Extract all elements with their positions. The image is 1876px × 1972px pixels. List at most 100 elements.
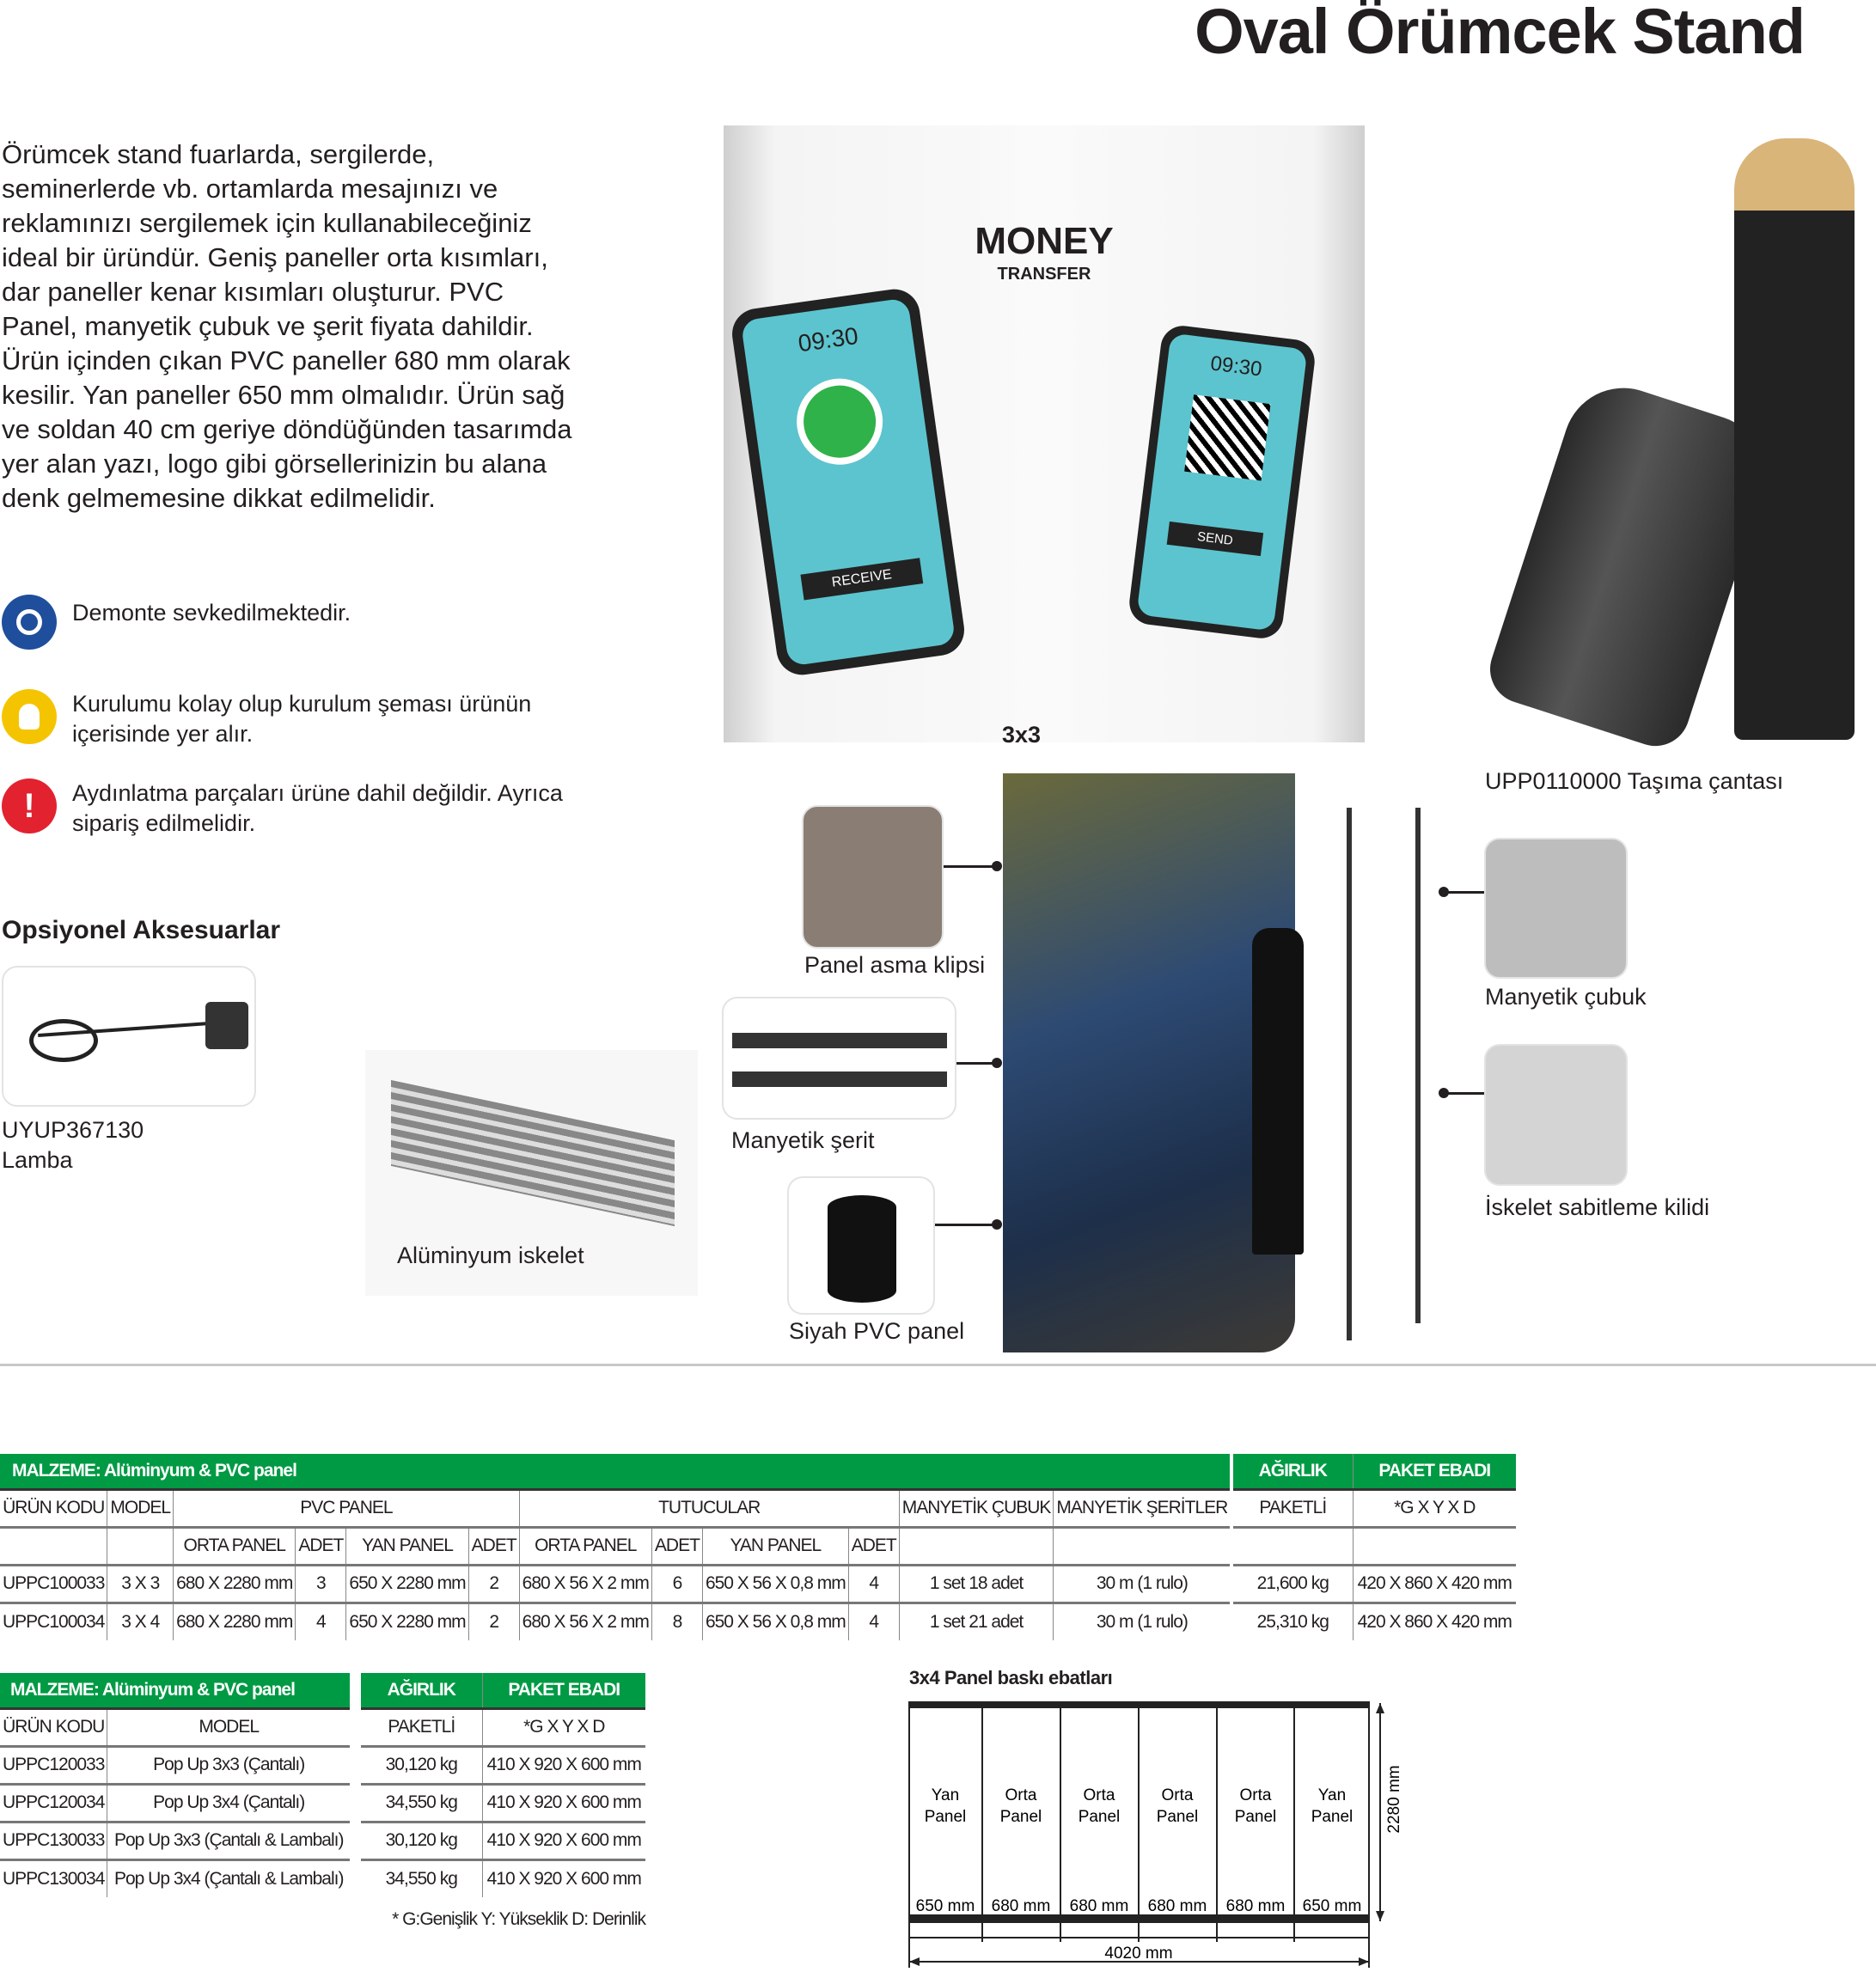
black-pvc-label: Siyah PVC panel bbox=[789, 1318, 965, 1344]
assembly-image bbox=[1003, 773, 1440, 1352]
svg-text:Panel: Panel bbox=[1311, 1808, 1354, 1826]
divider bbox=[0, 1364, 1876, 1366]
col-header: PAKETLİ bbox=[1233, 1489, 1353, 1529]
panel-clip-label: Panel asma klipsi bbox=[804, 952, 986, 978]
feature-text: Demonte sevkedilmektedir. bbox=[72, 600, 351, 626]
phone-send: SEND bbox=[1166, 521, 1264, 557]
diagram-title: 3x4 Panel baskı ebatları bbox=[909, 1667, 1113, 1688]
footnote: * G:Genişlik Y: Yükseklik D: Derinlik bbox=[392, 1909, 646, 1929]
phone-right: 09:30 SEND bbox=[1127, 323, 1317, 641]
panel-label: Orta bbox=[1240, 1786, 1272, 1804]
total-width: 4020 mm bbox=[1104, 1945, 1172, 1963]
panel-label: Yan bbox=[932, 1786, 959, 1804]
sub-header: YAN PANEL bbox=[345, 1527, 469, 1566]
svg-text:680 mm: 680 mm bbox=[1226, 1897, 1286, 1915]
svg-text:680 mm: 680 mm bbox=[1070, 1897, 1129, 1915]
spec-table-2: MALZEME: Alüminyum & PVC panel ÜRÜN KODU… bbox=[0, 1673, 350, 1897]
sub-header: ORTA PANEL bbox=[173, 1527, 296, 1566]
svg-text:Panel: Panel bbox=[925, 1808, 967, 1826]
weight-header: AĞIRLIK bbox=[361, 1673, 482, 1710]
magnetic-strip-image bbox=[722, 997, 956, 1120]
frame-lock-image bbox=[1484, 1044, 1628, 1186]
col-header: *G X Y X D bbox=[1352, 1489, 1516, 1529]
total-height: 2280 mm bbox=[1385, 1765, 1403, 1833]
table-title: MALZEME: Alüminyum & PVC panel bbox=[0, 1454, 1231, 1491]
col-header: PAKETLİ bbox=[361, 1708, 482, 1748]
phone-time: 09:30 bbox=[796, 321, 860, 357]
feature-disassembled: Demonte sevkedilmektedir. bbox=[2, 595, 351, 650]
svg-text:680 mm: 680 mm bbox=[1148, 1897, 1207, 1915]
black-pvc-image bbox=[787, 1176, 935, 1315]
feature-text: Aydınlatma parçaları ürüne dahil değildi… bbox=[72, 780, 563, 836]
col-header: MODEL bbox=[107, 1708, 350, 1748]
svg-text:650 mm: 650 mm bbox=[916, 1897, 975, 1915]
magnetic-bar-label: Manyetik çubuk bbox=[1485, 984, 1647, 1010]
accessories-heading: Opsiyonel Aksesuarlar bbox=[2, 916, 281, 944]
phone-time: 09:30 bbox=[1209, 351, 1263, 382]
svg-text:Panel: Panel bbox=[1079, 1808, 1121, 1826]
panel-label: Yan bbox=[1318, 1786, 1346, 1804]
stand-3x3-image: MONEY TRANSFER 09:30 RECEIVE 09:30 SEND bbox=[724, 125, 1365, 742]
feature-text: Kurulumu kolay olup kurulum şeması ürünü… bbox=[72, 691, 532, 747]
sub-header: ADET bbox=[467, 1527, 520, 1566]
intro-text: Örümcek stand fuarlarda, sergilerde, sem… bbox=[2, 139, 572, 513]
frame-lock-label: İskelet sabitleme kilidi bbox=[1485, 1194, 1710, 1220]
carry-bag-image bbox=[1459, 138, 1876, 754]
aluminium-skeleton-image bbox=[365, 1050, 698, 1296]
svg-text:680 mm: 680 mm bbox=[992, 1897, 1051, 1915]
feature-easy-setup: Kurulumu kolay olup kurulum şeması ürünü… bbox=[2, 689, 586, 749]
col-header: *G X Y X D bbox=[481, 1708, 645, 1748]
svg-text:Panel: Panel bbox=[1235, 1808, 1277, 1826]
panel-label: Orta bbox=[1162, 1786, 1194, 1804]
magnifier-icon bbox=[2, 595, 57, 650]
package-header: PAKET EBADI bbox=[1352, 1454, 1516, 1491]
exclamation-icon: ! bbox=[2, 778, 57, 833]
lightbulb-icon bbox=[2, 689, 57, 744]
sub-header: YAN PANEL bbox=[701, 1527, 849, 1566]
spec-table-1: MALZEME: Alüminyum & PVC panel ÜRÜN KODU… bbox=[0, 1454, 1231, 1640]
svg-text:Panel: Panel bbox=[1157, 1808, 1199, 1826]
sub-header: ADET bbox=[847, 1527, 900, 1566]
magnetic-bar-image bbox=[1484, 838, 1628, 979]
table-title: MALZEME: Alüminyum & PVC panel bbox=[0, 1673, 350, 1710]
panel-clip-image bbox=[802, 805, 944, 949]
col-header: MANYETİK ŞERİTLER bbox=[1053, 1489, 1231, 1529]
col-header: ÜRÜN KODU bbox=[0, 1489, 107, 1529]
carry-bag-caption: UPP0110000 Taşıma çantası bbox=[1485, 768, 1784, 794]
page-title: Oval Örümcek Stand bbox=[1195, 0, 1806, 67]
magnetic-strip-label: Manyetik şerit bbox=[731, 1127, 875, 1153]
col-header: ÜRÜN KODU bbox=[0, 1708, 107, 1748]
skeleton-label: Alüminyum iskelet bbox=[397, 1242, 584, 1268]
col-header: MODEL bbox=[107, 1489, 174, 1529]
svg-text:Panel: Panel bbox=[1000, 1808, 1042, 1826]
lamp-image bbox=[2, 966, 256, 1107]
weight-header: AĞIRLIK bbox=[1233, 1454, 1353, 1491]
panel-label: Orta bbox=[1005, 1786, 1037, 1804]
col-header: TUTUCULAR bbox=[518, 1489, 900, 1529]
feature-lighting: ! Aydınlatma parçaları ürüne dahil değil… bbox=[2, 778, 586, 839]
lamp-code: UYUP367130 bbox=[2, 1117, 144, 1143]
sub-header: ORTA PANEL bbox=[518, 1527, 652, 1566]
phone-receive: RECEIVE bbox=[800, 558, 924, 601]
sub-header: ADET bbox=[651, 1527, 703, 1566]
lamp-name: Lamba bbox=[2, 1147, 73, 1173]
image-text-money: MONEY bbox=[975, 220, 1114, 262]
image-text-transfer: TRANSFER bbox=[997, 265, 1091, 284]
panel-label: Orta bbox=[1084, 1786, 1115, 1804]
package-header: PAKET EBADI bbox=[481, 1673, 645, 1710]
